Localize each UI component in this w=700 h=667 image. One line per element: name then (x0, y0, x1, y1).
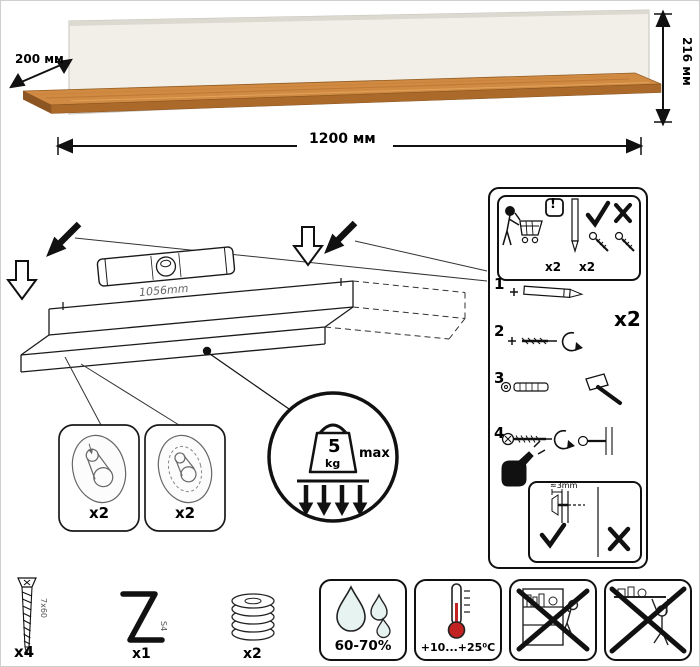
steps-drawings (500, 198, 635, 557)
person-cart-icon (502, 206, 543, 246)
no-climbing-icon (516, 588, 590, 652)
load-qualifier: max (359, 446, 390, 461)
protrusion-note: ≈3mm (550, 481, 578, 490)
screw-qty: x4 (14, 643, 35, 661)
no-hanging-icon (609, 586, 687, 654)
depth-arrow (9, 58, 73, 89)
temperature-box: +10...+25⁰C (414, 579, 502, 661)
hand-press-icon (501, 440, 546, 487)
step3-plug-hammer-icon (500, 373, 622, 405)
width-arrow (55, 137, 644, 155)
mounting-steps-panel (488, 187, 648, 569)
height-dimension-label: 216 мм (680, 37, 694, 86)
depth-dimension-label: 200 мм (15, 52, 64, 66)
press-arrow-left (46, 221, 82, 257)
hang-arrow-right (292, 226, 324, 267)
pencil-icon (571, 198, 579, 254)
washer-qty: x2 (243, 646, 262, 662)
cross-icon (614, 203, 632, 223)
step-number-2: 2 (494, 322, 505, 340)
hardware-drawings (17, 577, 275, 656)
max-load-icon (267, 391, 399, 523)
prep-qty-right: x2 (579, 260, 596, 274)
temperature-label: +10...+25⁰C (420, 641, 496, 654)
construction-lines (324, 280, 466, 340)
step-number-4: 4 (494, 424, 505, 442)
hang-arrow-left (6, 260, 38, 301)
screw-pair-icon (588, 231, 635, 252)
hanger-left-qty: x2 (89, 504, 110, 522)
screw-size-label: 7x60 (39, 598, 48, 619)
width-dimension-label: 1200 мм (309, 131, 376, 147)
humidity-box: 60-70% (319, 579, 407, 661)
load-value: 5 (328, 436, 341, 457)
thermometer-icon (447, 583, 470, 639)
spirit-level-icon (96, 246, 236, 287)
hex-key-qty: x1 (132, 646, 151, 662)
screw-depth-drawing (551, 489, 585, 523)
step4-screw-icon (501, 427, 613, 455)
installation-drawing (6, 220, 488, 532)
height-arrow (654, 9, 672, 127)
hanger-right-qty: x2 (175, 504, 196, 522)
depth-check-icon (539, 522, 567, 549)
check-icon (585, 200, 611, 228)
warning-icon (545, 198, 564, 217)
panel-qty: x2 (614, 307, 641, 331)
press-arrow-right (324, 220, 358, 254)
shelf-outline (20, 278, 354, 373)
step-number-1: 1 (494, 275, 505, 293)
step-number-3: 3 (494, 369, 505, 387)
humidity-label: 60-70% (334, 638, 392, 654)
keyhole-hanger-back-icon (157, 434, 213, 504)
load-unit: kg (325, 457, 341, 470)
prep-qty-left: x2 (545, 260, 562, 274)
keyhole-hanger-icon (71, 434, 127, 504)
no-climbing-box (509, 579, 597, 661)
hex-key-icon (120, 591, 165, 643)
step2-drill-icon (508, 331, 583, 352)
washer-stack-icon (231, 593, 275, 641)
warning-mark: ! (550, 197, 556, 212)
no-hanging-box (604, 579, 692, 661)
depth-cross-icon (607, 526, 631, 552)
screw-depth-box (528, 481, 642, 563)
hex-key-size-label: S4 (159, 621, 168, 632)
water-drops-icon (336, 585, 391, 639)
load-point-dot (202, 346, 212, 356)
step1-mark-icon (510, 285, 584, 299)
shelf-product-image (9, 9, 672, 155)
mount-screw-icon (17, 577, 37, 656)
